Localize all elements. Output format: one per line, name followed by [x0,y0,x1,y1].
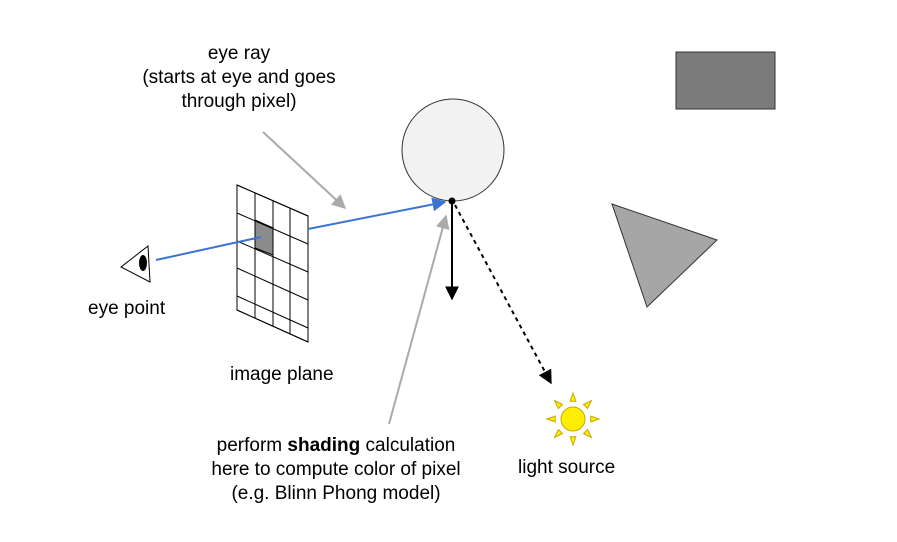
eye-icon [120,245,151,283]
shadow-ray-arrow [454,204,552,385]
eye-point-label: eye point [88,298,166,319]
sphere-object [401,98,505,202]
shading-keyword: shading [287,435,361,456]
eye-ray-label: eye ray (starts at eye and goes through … [129,42,349,114]
image-plane-grid [236,184,309,343]
shading-label-line2: here to compute color of pixel [211,459,461,480]
eye-ray-segment [155,236,262,261]
sun-ray [545,415,556,423]
eye-ray-arrow [307,197,447,230]
sun-ray [569,391,577,402]
light-source-label: light source [518,457,616,478]
eye-ray-label-line1: eye ray [207,43,271,64]
eye-ray-label-line3: through pixel) [181,91,297,112]
shading-label-line3: (e.g. Blinn Phong model) [231,483,441,504]
triangle-object [611,203,718,308]
eye-ray-annotation-arrow [262,131,347,209]
sun-ray [590,415,601,423]
sun-ray [582,428,593,439]
sun-icon [545,391,601,447]
shading-label-line1: perform shading calculation [216,435,456,456]
image-plane-label: image plane [230,364,334,385]
sun-ray [553,399,564,410]
sun-disc [560,406,586,432]
shading-label: perform shading calculation here to comp… [186,434,486,506]
sun-ray [582,399,593,410]
eye-ray-label-line2: (starts at eye and goes [142,67,336,88]
rectangle-object [675,51,776,110]
shading-annotation-arrow [388,214,450,425]
hit-point [448,197,456,205]
sun-ray [569,436,577,447]
sun-ray [553,428,564,439]
